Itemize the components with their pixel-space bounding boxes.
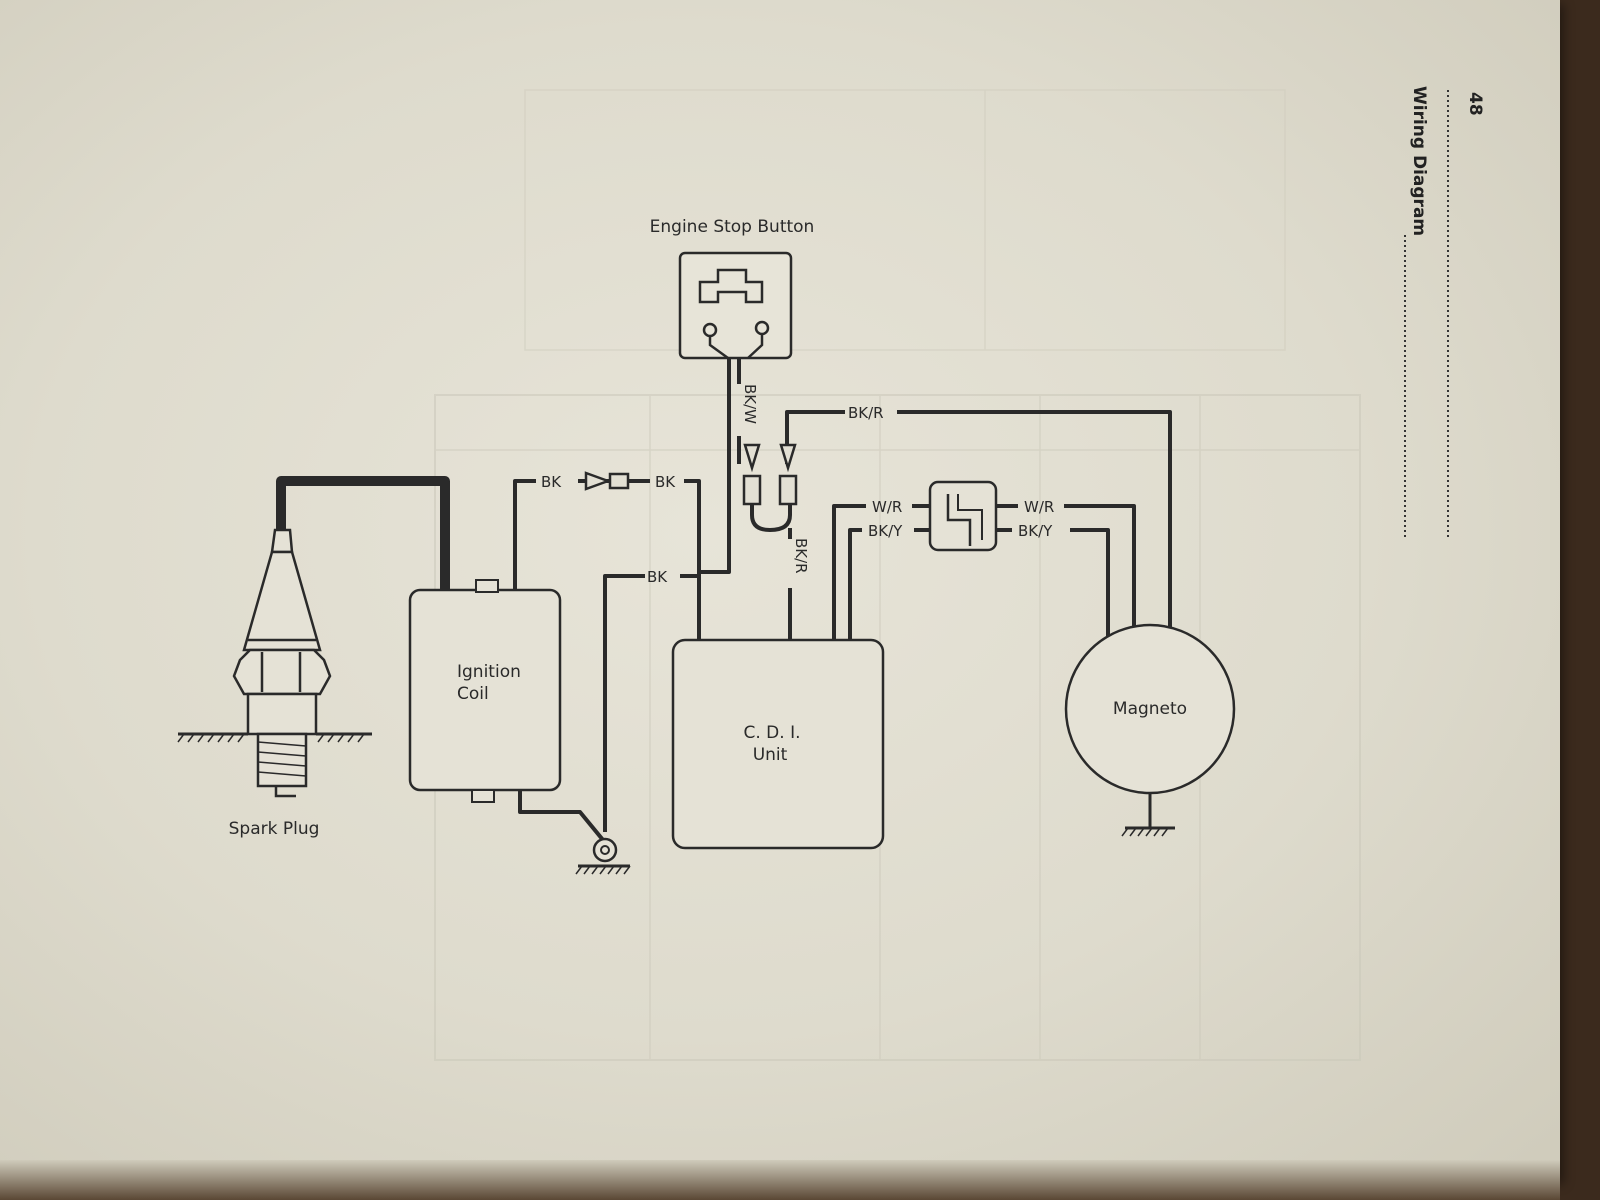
wire-bk-w-cdi-side	[697, 356, 731, 574]
wire-bk-to-cdi	[684, 479, 701, 642]
wire-connector-loop	[750, 503, 792, 532]
page-header: 48 Wiring Diagram	[1404, 86, 1485, 540]
wire-w-r-right-end	[1064, 504, 1136, 634]
cdi-unit	[671, 638, 885, 850]
wire-bk-ground	[603, 574, 645, 832]
bk-inline-connector	[584, 471, 630, 491]
wire-label-bk-coil: BK	[541, 473, 562, 491]
ignition-coil-label-1: Ignition	[457, 662, 521, 682]
wire-label-bk-y-left: BK/Y	[868, 522, 903, 540]
ignition-coil-label-2: Coil	[457, 684, 489, 704]
bullet-connectors	[742, 443, 798, 506]
wire-label-w-r-right: W/R	[1024, 498, 1054, 516]
wire-label-bk-y-right: BK/Y	[1018, 522, 1053, 540]
wire-bk-y-right-end	[1070, 528, 1110, 636]
wire-bk-coil	[513, 479, 536, 592]
wire-bk-r-top	[897, 410, 1172, 632]
wire-label-bk-ground: BK	[647, 568, 668, 586]
spark-plug	[232, 528, 332, 798]
wire-label-bk-r-cdi: BK/R	[792, 538, 810, 574]
harness-connector	[928, 480, 998, 552]
engine-head-ground	[177, 732, 372, 743]
high-tension-lead	[276, 476, 450, 595]
engine-stop-button-label: Engine Stop Button	[650, 217, 815, 237]
engine-stop-button	[678, 251, 793, 360]
frame-ground	[575, 837, 631, 875]
wire-coil-ground	[518, 788, 606, 843]
page-number: 48	[1465, 92, 1485, 116]
magneto	[1064, 623, 1236, 837]
cdi-unit-label-1: C. D. I.	[744, 723, 801, 743]
wire-label-w-r-left: W/R	[872, 498, 902, 516]
cdi-unit-label-2: Unit	[753, 745, 788, 765]
magneto-label: Magneto	[1113, 699, 1187, 719]
page-edge	[0, 1160, 1560, 1200]
spark-plug-label: Spark Plug	[229, 819, 320, 839]
wire-bk-r-stop	[785, 410, 845, 464]
bleed-through-table	[434, 89, 1361, 1061]
ignition-coil	[408, 579, 562, 803]
wire-label-bk-r-top: BK/R	[848, 404, 884, 422]
wire-w-r-left	[832, 504, 866, 642]
wire-bk-y-left	[848, 528, 862, 642]
wire-label-bk-connector: BK	[655, 473, 676, 491]
wire-label-bk-w: BK/W	[741, 384, 759, 424]
section-title: Wiring Diagram	[1409, 86, 1429, 236]
